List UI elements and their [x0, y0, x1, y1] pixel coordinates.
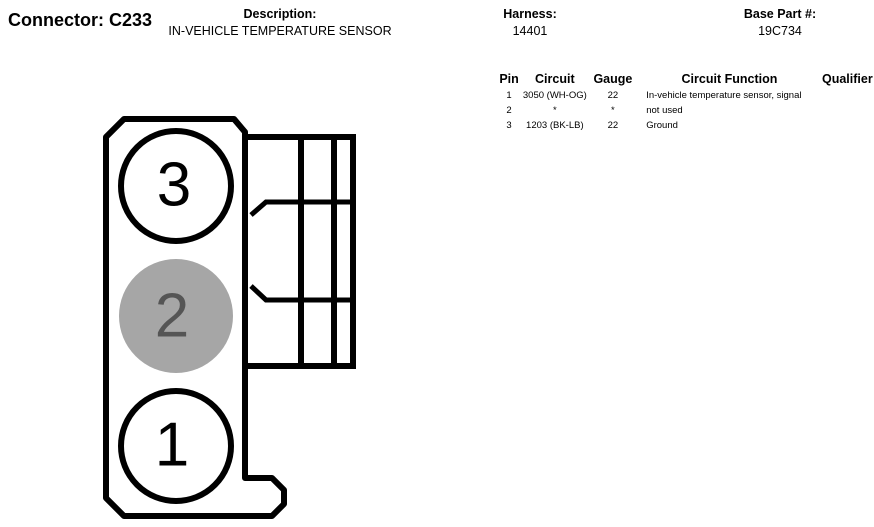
latch-arm	[249, 199, 289, 217]
pin-circle	[119, 259, 233, 373]
pin-cavity-1: 1	[118, 388, 234, 504]
pin-cavity-3: 3	[118, 128, 234, 244]
base-part-label: Base Part #:	[743, 7, 817, 21]
pin-number: 1	[155, 410, 189, 479]
housing-outline	[103, 116, 287, 519]
row-function: not used	[646, 105, 683, 116]
description-value: IN-VEHICLE TEMPERATURE SENSOR	[168, 24, 392, 38]
harness-block: Harness: 14401	[480, 7, 580, 38]
pin-circle	[118, 128, 234, 244]
row-pin: 3	[506, 120, 512, 131]
pin-number: 3	[157, 150, 191, 219]
row-circuit: 3050 (WH-OG)	[522, 90, 587, 101]
row-function: In-vehicle temperature sensor, signal	[646, 90, 802, 101]
base-part-value: 19C734	[758, 24, 802, 38]
row-pin: 2	[506, 105, 512, 116]
row-function: Ground	[646, 120, 678, 131]
pin-table-header: Pin Circuit Gauge Circuit Function Quali…	[496, 72, 874, 88]
pin-circle	[118, 388, 234, 504]
row-gauge: 22	[607, 120, 619, 131]
connector-label: Connector:	[8, 10, 104, 30]
row-gauge: *	[611, 105, 615, 116]
connector-title: Connector: C233	[8, 10, 152, 31]
base-part-block: Base Part #: 19C734	[720, 7, 840, 38]
pin-number: 2	[155, 281, 189, 350]
row-gauge: 22	[607, 90, 619, 101]
connector-id: C233	[109, 10, 153, 30]
connector-housing	[103, 116, 356, 519]
table-row: 2 * * not used	[496, 103, 874, 118]
row-circuit: *	[552, 105, 557, 116]
header-circuit: Circuit	[535, 72, 575, 86]
harness-value: 14401	[512, 24, 548, 38]
harness-label: Harness:	[503, 7, 557, 21]
header-qualifier: Qualifier	[821, 72, 873, 86]
header-function: Circuit Function	[681, 72, 778, 86]
row-pin: 1	[506, 90, 512, 101]
description-block: Description: IN-VEHICLE TEMPERATURE SENS…	[158, 7, 402, 38]
header-gauge: Gauge	[593, 72, 633, 86]
table-row: 3 1203 (BK-LB) 22 Ground	[496, 118, 874, 133]
latch-arm	[249, 284, 289, 303]
pin-cavity-2: 2	[119, 259, 233, 373]
row-circuit: 1203 (BK-LB)	[526, 120, 584, 131]
description-label: Description:	[243, 7, 317, 21]
table-row: 1 3050 (WH-OG) 22 In-vehicle temperature…	[496, 88, 874, 103]
header-pin: Pin	[499, 72, 519, 86]
pin-table: Pin Circuit Gauge Circuit Function Quali…	[496, 72, 874, 133]
